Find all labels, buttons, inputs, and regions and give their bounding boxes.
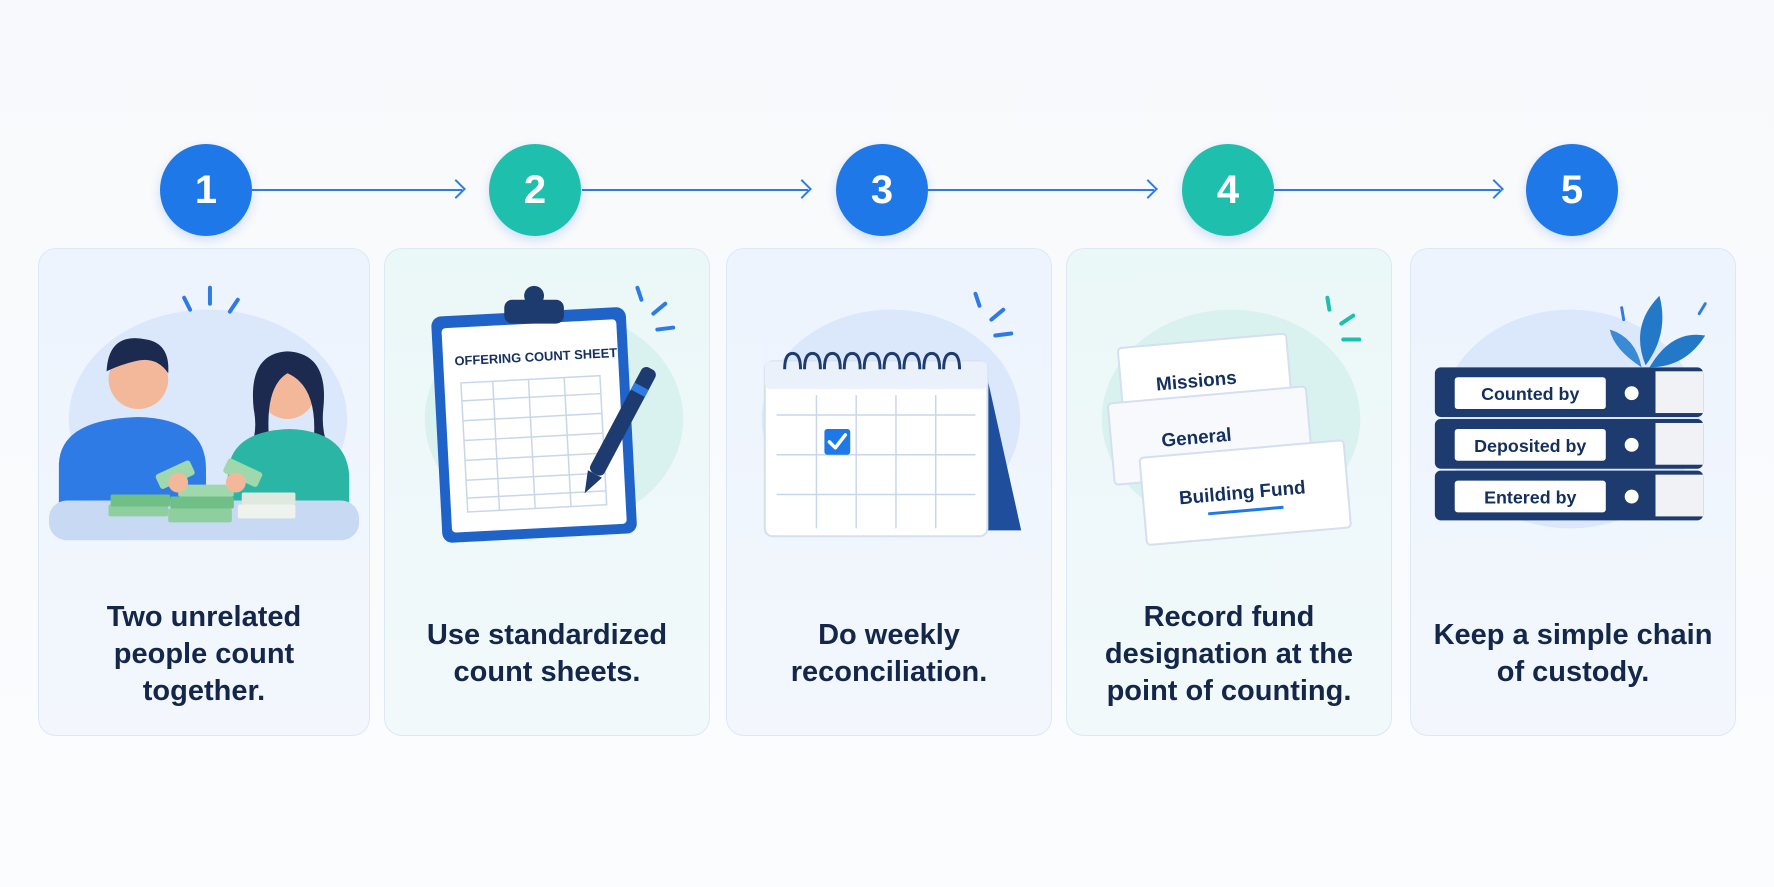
binders-stack-icon: Counted by Deposited by Entered by [1411,269,1735,569]
arrow-connector-3-4 [928,189,1154,191]
step-card-5: Counted by Deposited by Entered by [1410,248,1736,736]
step-number-4: 4 [1182,144,1274,236]
clipboard-count-sheet-icon: OFFERING COUNT SHEET [385,269,709,569]
step-card-1: Two unrelated people count together. [38,248,370,736]
arrow-connector-2-3 [582,189,808,191]
two-people-counting-money-icon [39,269,369,569]
binder-label-entered-by: Entered by [1484,487,1576,507]
step-card-4: Missions General Building Fund Record fu… [1066,248,1392,736]
step-caption-1: Two unrelated people count together. [106,600,302,707]
fund-envelopes-icon: Missions General Building Fund [1067,269,1391,569]
step-number-1: 1 [160,144,252,236]
step-number-2: 2 [489,144,581,236]
step-number-3: 3 [836,144,928,236]
step-caption-4: Record fund designation at the point of … [1104,600,1354,707]
step-number-5: 5 [1526,144,1618,236]
step-card-3: Do weekly reconciliation. [726,248,1052,736]
step-caption-5: Keep a simple chain of custody. [1433,619,1713,688]
binder-label-deposited-by: Deposited by [1474,436,1586,456]
calendar-check-icon [727,269,1051,569]
step-card-2: OFFERING COUNT SHEET [384,248,710,736]
step-caption-3: Do weekly reconciliation. [790,619,988,688]
arrow-connector-1-2 [252,189,462,191]
step-caption-2: Use standardized count sheets. [426,619,668,688]
arrow-connector-4-5 [1274,189,1500,191]
binder-label-counted-by: Counted by [1481,384,1579,404]
